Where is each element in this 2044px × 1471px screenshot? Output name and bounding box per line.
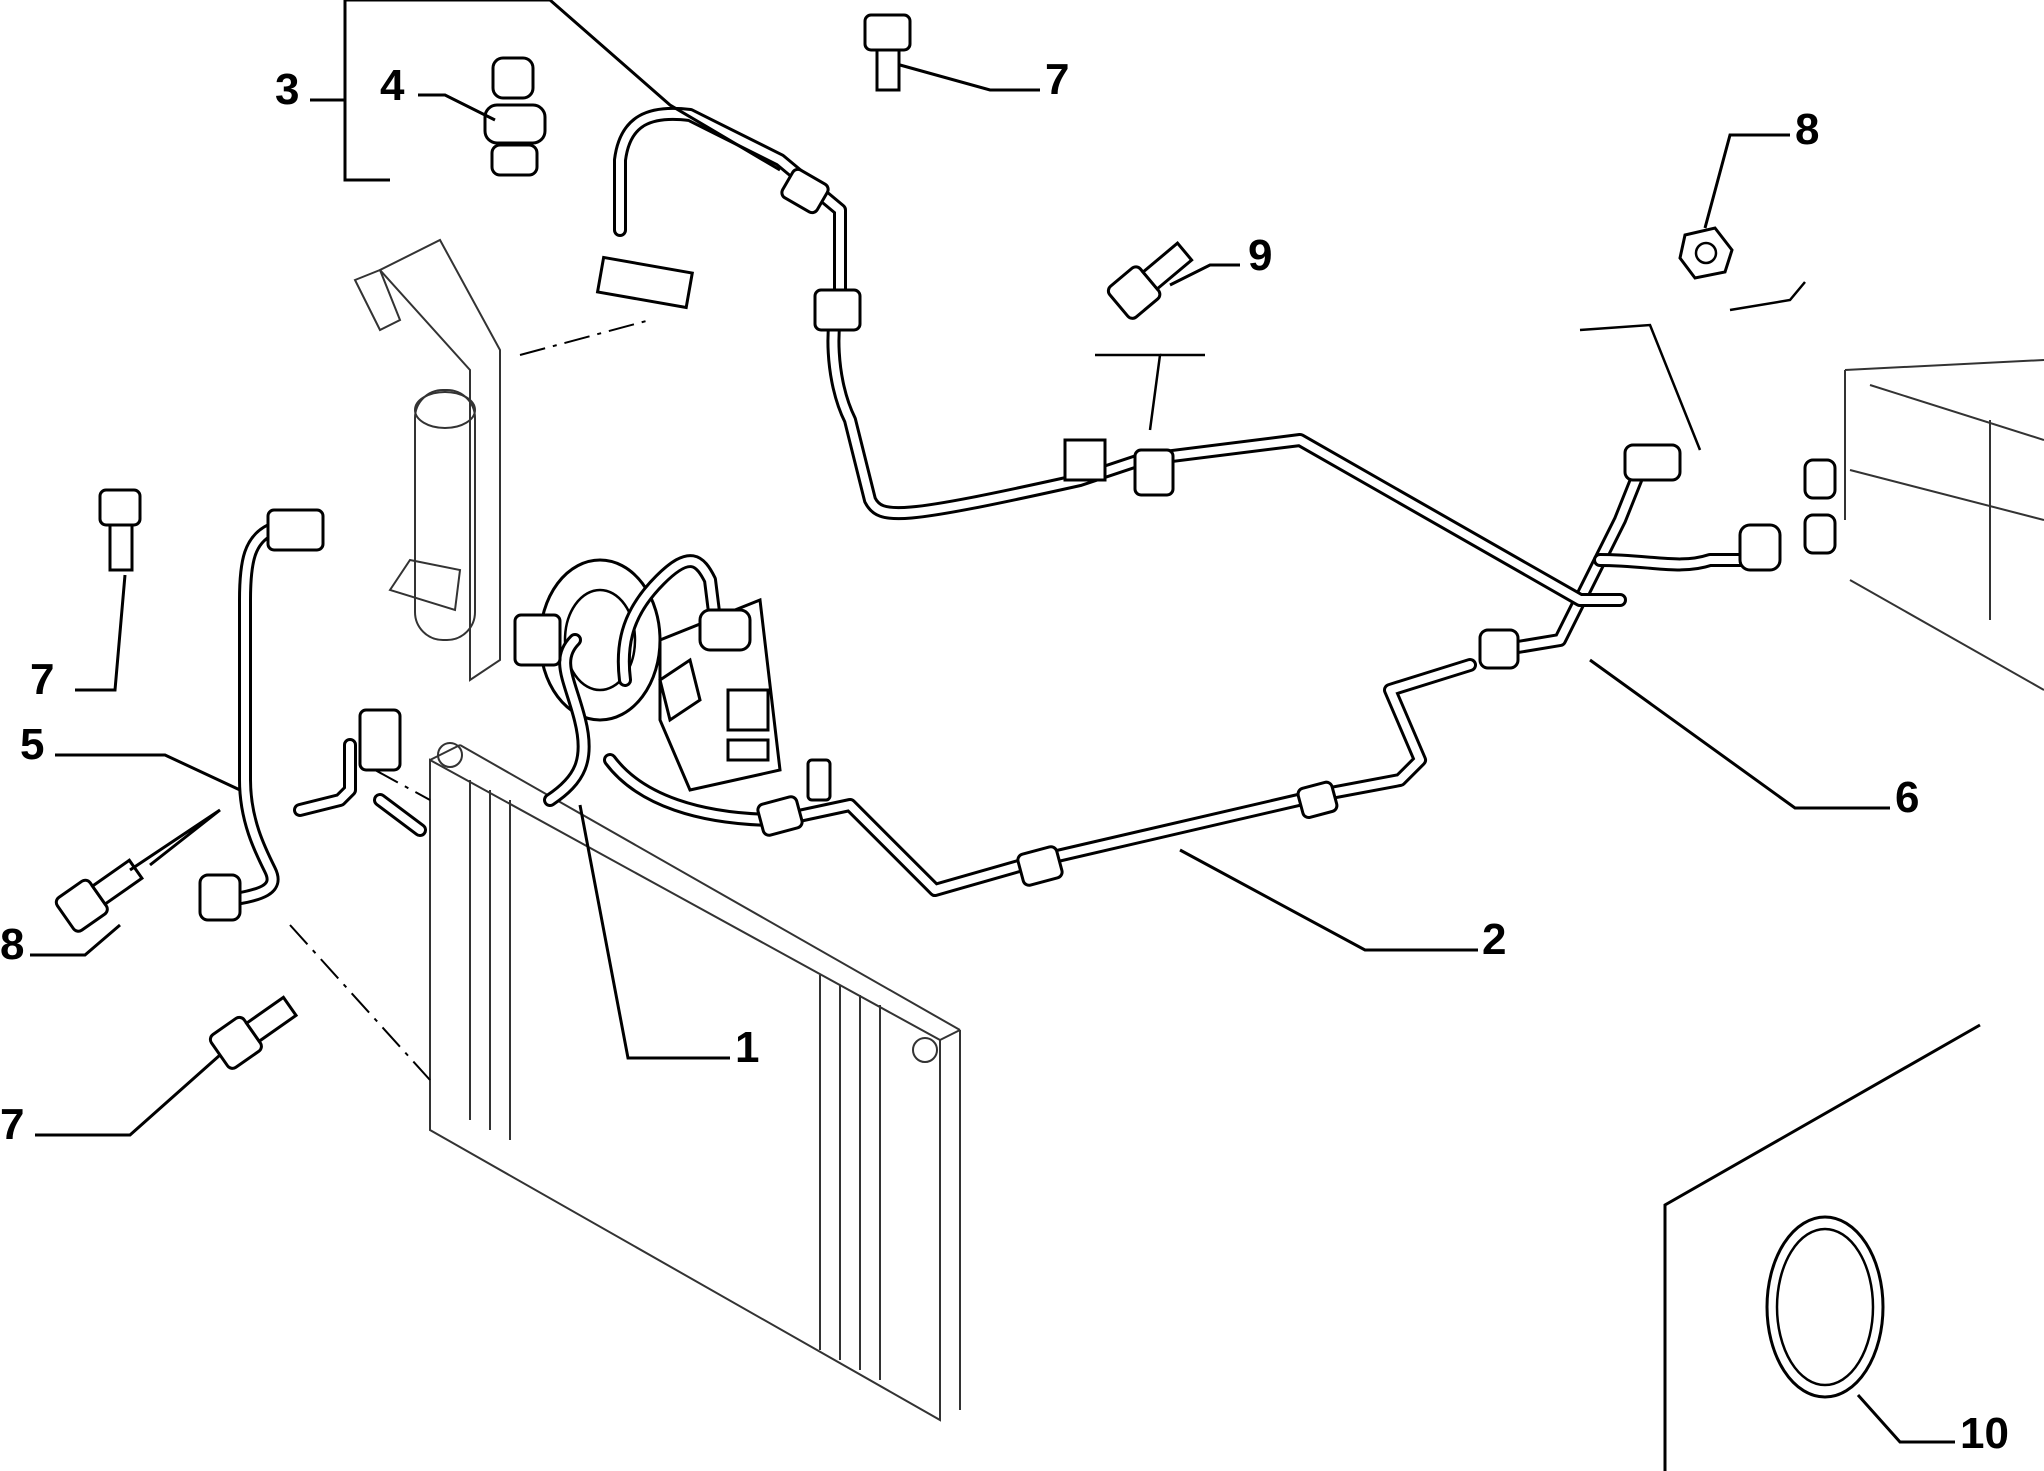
bolt-part-left <box>98 488 142 572</box>
condenser <box>429 742 961 1422</box>
callout-7-lower: 7 <box>0 1100 24 1149</box>
seal-ring-part <box>1765 1215 1885 1399</box>
bolt-part-lower <box>208 995 299 1070</box>
evaporator-box <box>1803 359 2044 691</box>
callout-7-top: 7 <box>1045 55 1069 104</box>
bolt-part-8-left <box>54 858 145 933</box>
callout-6: 6 <box>1895 773 1919 822</box>
nut-part-right <box>1678 226 1734 280</box>
compressor <box>538 558 782 792</box>
alignment-lines <box>289 319 651 1081</box>
callout-4: 4 <box>380 61 405 110</box>
callout-7-left: 7 <box>30 655 54 704</box>
hoses <box>223 106 1767 907</box>
callout-3: 3 <box>275 65 299 114</box>
loose-parts <box>54 13 1885 1399</box>
callout-1: 1 <box>735 1023 759 1072</box>
callout-5: 5 <box>20 720 44 769</box>
callout-2: 2 <box>1482 915 1506 964</box>
callout-10: 10 <box>1960 1409 2009 1458</box>
receiver-drier <box>353 238 501 682</box>
bolt-part-top <box>863 13 912 92</box>
fittings <box>198 167 1782 922</box>
pressure-switch-part <box>483 56 547 177</box>
leader-lines <box>30 0 1955 1444</box>
callout-8-right: 8 <box>1795 105 1819 154</box>
callout-8-left: 8 <box>0 920 24 969</box>
callout-labels: 1 2 3 4 5 6 7 7 7 8 8 9 10 <box>0 55 2009 1458</box>
bolt-part-9 <box>1106 241 1194 320</box>
detail-inset-frame <box>1663 1023 1981 1471</box>
callout-9: 9 <box>1248 231 1272 280</box>
